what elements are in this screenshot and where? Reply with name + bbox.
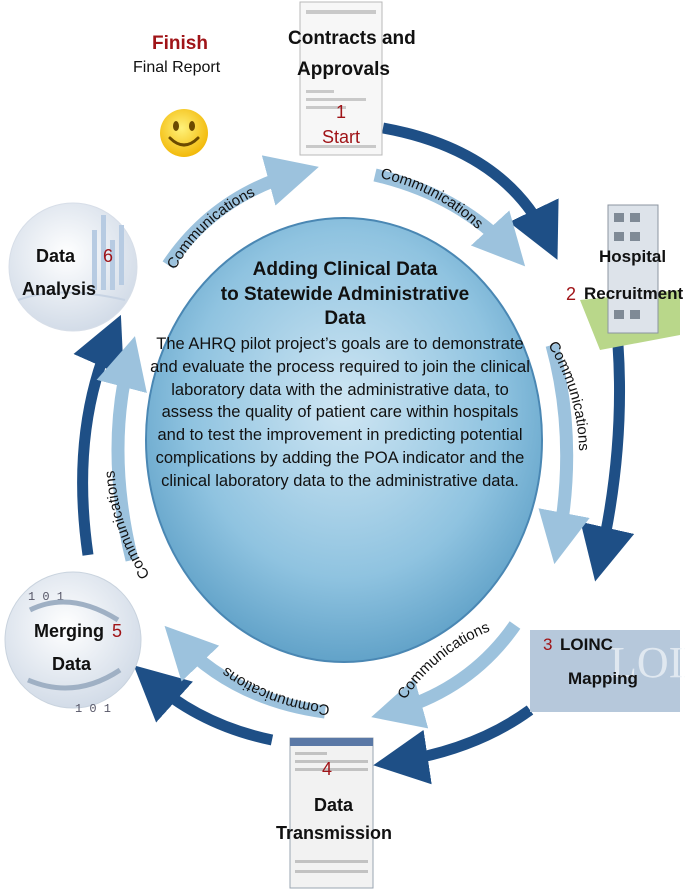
contracts-label-line1: Contracts and xyxy=(288,28,416,49)
svg-text:Communications: Communications xyxy=(379,165,486,232)
step-number-5: 5 xyxy=(112,621,123,641)
step-number-2: 2 xyxy=(566,284,577,304)
loinc-logo-text: LOINC® xyxy=(610,640,685,687)
final-report-label: Final Report xyxy=(133,59,221,76)
arrow-loinc-to-transmission xyxy=(373,705,534,785)
center-title: Adding Clinical Data to Statewide Admini… xyxy=(200,258,490,332)
analysis-label-line1: Data xyxy=(36,246,76,266)
comm-arrow-1 xyxy=(162,155,319,269)
arrow-transmission-to-merging xyxy=(133,665,274,746)
center-description: The AHRQ pilot project’s goals are to de… xyxy=(150,335,530,490)
loinc-label-line1: LOINC xyxy=(560,635,613,654)
svg-text:Communications: Communications xyxy=(101,470,153,582)
comm-arrow-3 xyxy=(538,343,590,565)
transmission-label-line2: Transmission xyxy=(276,823,393,843)
comm-arrow-6 xyxy=(96,336,147,562)
step-number-4: 4 xyxy=(322,759,333,779)
center-title-line2: to Statewide Administrative Data xyxy=(220,283,470,330)
start-label: Start xyxy=(322,127,361,147)
arrow-merging-to-analysis xyxy=(73,314,124,556)
step-number-6: 6 xyxy=(103,246,114,266)
merging-sphere-icon: 1 0 1 1 0 1 xyxy=(4,571,142,716)
merging-label-line1: Merging xyxy=(34,621,104,641)
hospital-label-line1: Hospital xyxy=(599,247,667,266)
contract-document-icon xyxy=(299,1,383,156)
loinc-logo-box xyxy=(530,630,680,712)
merging-label-line2: Data xyxy=(52,654,92,674)
loinc-label-line2: Mapping xyxy=(568,669,638,688)
arrow-start-to-hospital xyxy=(382,122,559,260)
transmission-label-line1: Data xyxy=(314,795,354,815)
hospital-label-line2: Recruitment xyxy=(584,284,684,303)
comm-arrow-2 xyxy=(373,168,526,267)
center-circle xyxy=(145,217,543,663)
hospital-building-icon xyxy=(580,204,680,350)
comm-arrow-5 xyxy=(164,625,326,719)
svg-text:1 0 1: 1 0 1 xyxy=(75,702,111,716)
arrow-hospital-to-loinc xyxy=(580,344,635,582)
center-title-line1: Adding Clinical Data xyxy=(252,259,438,280)
comm-arrow-4 xyxy=(371,621,521,729)
comm-label-6: Communications xyxy=(101,470,153,582)
comm-label-2: Communications xyxy=(379,165,486,232)
step-number-1: 1 xyxy=(336,102,347,122)
finish-label: Finish xyxy=(152,33,208,54)
step-number-3: 3 xyxy=(543,635,553,654)
analysis-label-line2: Analysis xyxy=(22,279,97,299)
contracts-label-line2: Approvals xyxy=(297,59,390,80)
transmission-screenshot-icon xyxy=(289,737,374,889)
analysis-sphere-icon xyxy=(8,202,138,332)
smiley-face-icon xyxy=(160,109,208,157)
